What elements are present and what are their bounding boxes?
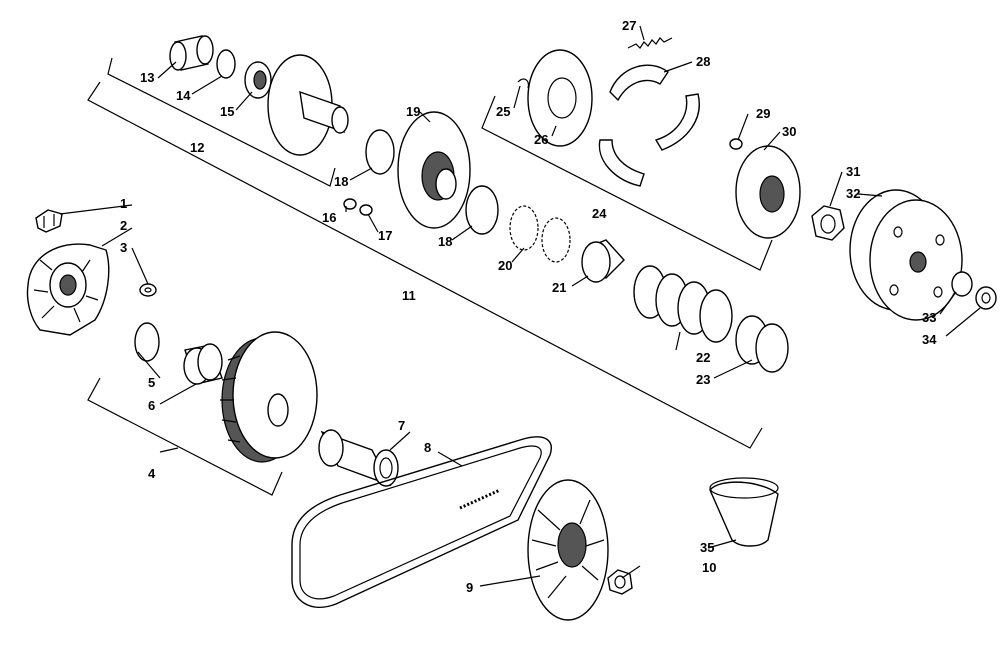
callout-24: 24 [592, 206, 607, 221]
callout-11: 11 [402, 288, 416, 303]
part-ring-18b [465, 185, 499, 235]
callout-16: 16 [322, 210, 336, 225]
callout-30: 30 [782, 124, 796, 139]
callout-28: 28 [696, 54, 710, 69]
part-movable-sheave [397, 111, 471, 229]
part-clutch-shoe-24 [598, 93, 700, 187]
part-ring-18a [365, 129, 395, 175]
callout-31: 31 [846, 164, 860, 179]
callout-27: 27 [622, 18, 636, 33]
part-plate-26 [527, 49, 593, 147]
part-pin-29 [729, 138, 743, 150]
part-bearing-15 [244, 61, 272, 99]
callout-19: 19 [406, 104, 420, 119]
callout-33: 33 [922, 310, 936, 325]
callout-32: 32 [846, 186, 860, 201]
part-sleeve-6 [183, 343, 223, 385]
callout-23: 23 [696, 372, 710, 387]
part-small-bushing [139, 283, 157, 297]
part-spring-27 [627, 37, 673, 49]
bracket-group-4 [87, 377, 283, 496]
part-fan-pulley [527, 479, 609, 621]
part-spring-22 [633, 265, 733, 343]
part-pin-17 [359, 204, 373, 216]
callout-34: 34 [922, 332, 937, 347]
part-clutch-drum-32 [849, 189, 963, 321]
bracket-group-11 [87, 81, 763, 449]
part-ring-14 [216, 49, 236, 79]
part-sleeve-23 [735, 315, 789, 373]
leader-lines [59, 25, 981, 587]
callout-6: 6 [148, 398, 155, 413]
part-snap-ring-5 [134, 322, 160, 362]
callout-1: 1 [120, 196, 127, 211]
part-pulley-half [267, 54, 349, 156]
callout-labels: 1 2 3 4 5 6 7 8 9 10 11 12 13 14 15 16 1… [120, 18, 937, 595]
part-driven-pulley [220, 331, 318, 463]
bracket-group-12 [107, 57, 336, 187]
part-bushing-33 [951, 271, 973, 297]
callout-4: 4 [148, 466, 156, 481]
part-pin-16 [343, 198, 357, 210]
part-clutch-shoe-28 [609, 64, 669, 102]
callout-26: 26 [534, 132, 548, 147]
part-nut-34 [975, 286, 997, 310]
callout-2: 2 [120, 218, 127, 233]
callout-29: 29 [756, 106, 770, 121]
part-clutch-plate-30 [735, 145, 801, 239]
callout-15: 15 [220, 104, 234, 119]
callout-25: 25 [496, 104, 510, 119]
callout-18a: 18 [334, 174, 348, 189]
bracket-group-24 [481, 95, 773, 271]
part-drive-face [26, 243, 110, 336]
callout-17: 17 [378, 228, 392, 243]
part-nut-31 [811, 205, 845, 241]
callout-22: 22 [696, 350, 710, 365]
callout-13: 13 [140, 70, 154, 85]
part-seal-20 [509, 205, 571, 263]
part-collar-21 [581, 239, 625, 283]
callout-18b: 18 [438, 234, 452, 249]
callout-12: 12 [190, 140, 204, 155]
callout-8: 8 [424, 440, 431, 455]
part-sleeve-7 [318, 429, 399, 487]
callout-35: 35 [700, 540, 714, 555]
callout-21: 21 [552, 280, 566, 295]
callout-7: 7 [398, 418, 405, 433]
callout-9: 9 [466, 580, 473, 595]
part-cup-35 [709, 477, 779, 547]
callout-5: 5 [148, 375, 155, 390]
callout-20: 20 [498, 258, 512, 273]
part-clip [35, 209, 63, 233]
callout-14: 14 [176, 88, 191, 103]
callout-3: 3 [120, 240, 127, 255]
part-drive-belt [291, 436, 552, 609]
part-bushing-13 [169, 35, 214, 71]
callout-10: 10 [702, 560, 716, 575]
